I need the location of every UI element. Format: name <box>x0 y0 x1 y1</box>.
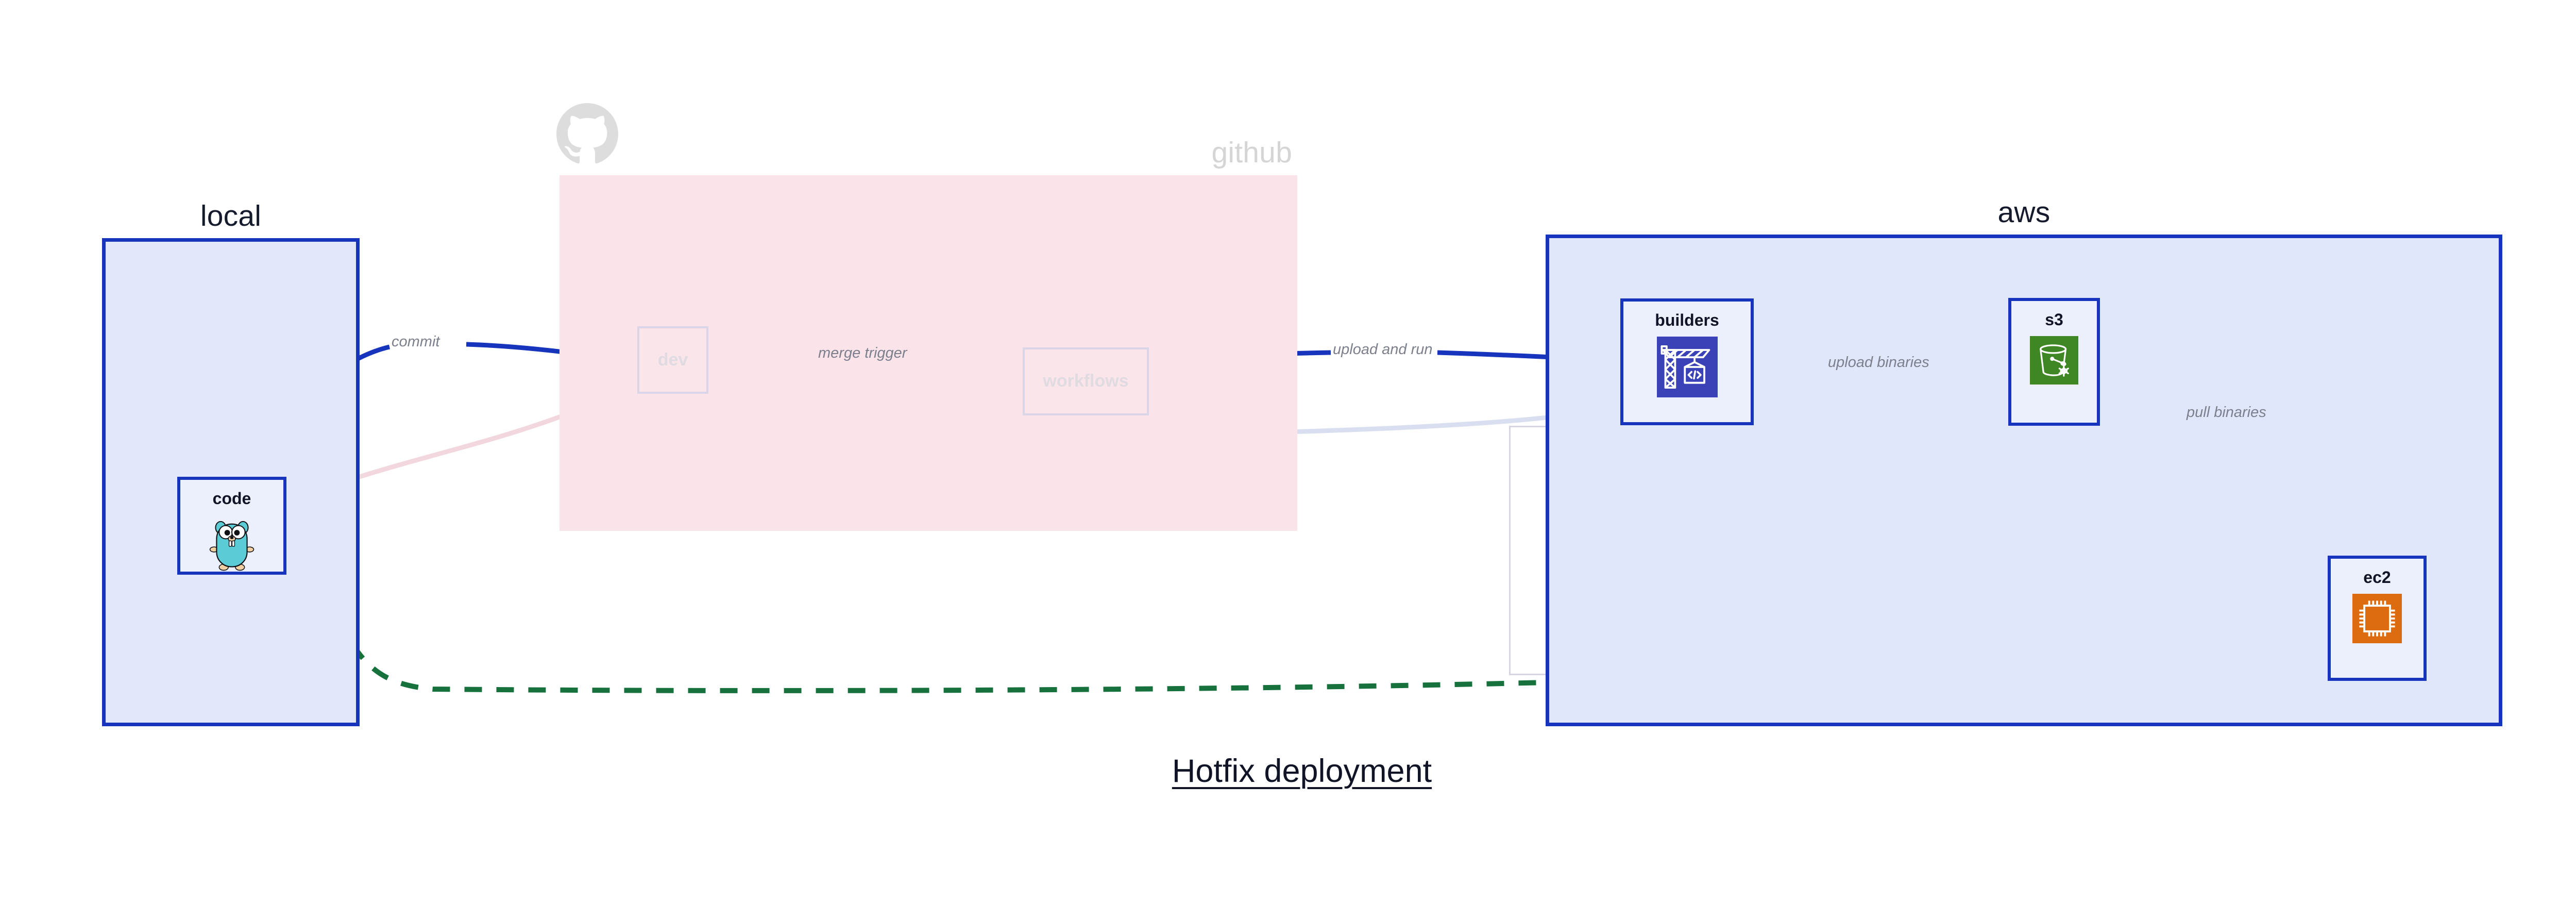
edge-label-pull-binaries: pull binaries <box>2187 404 2266 421</box>
s3-bucket-icon <box>2030 336 2078 385</box>
node-ec2-label: ec2 <box>2363 568 2391 587</box>
edge-label-merge-trigger: merge trigger <box>818 345 907 361</box>
crane-code-icon <box>1656 336 1718 397</box>
node-code[interactable]: code <box>177 477 286 575</box>
node-ec2[interactable]: ec2 <box>2328 556 2427 681</box>
node-builders[interactable]: builders <box>1620 298 1754 425</box>
cpu-chip-icon <box>2352 593 2402 643</box>
github-octocat-icon <box>556 103 618 164</box>
node-s3-label: s3 <box>2045 310 2063 329</box>
node-dev-label: dev <box>657 349 688 370</box>
group-aws-label: aws <box>1997 196 2050 229</box>
node-builders-label: builders <box>1655 311 1719 329</box>
node-workflows[interactable]: workflows <box>1023 347 1149 415</box>
node-code-label: code <box>212 489 251 508</box>
group-github-label: github <box>1211 136 1292 169</box>
edge-label-commit: commit <box>392 333 440 350</box>
edge-label-upload-binaries: upload binaries <box>1828 354 1929 371</box>
page-title: Hotfix deployment <box>1172 753 1432 789</box>
node-workflows-label: workflows <box>1043 371 1129 391</box>
edge-label-upload-and-run: upload and run <box>1333 341 1433 358</box>
group-local-label: local <box>200 199 262 232</box>
go-gopher-icon <box>209 521 255 571</box>
node-dev[interactable]: dev <box>637 326 708 394</box>
node-s3[interactable]: s3 <box>2008 298 2100 426</box>
